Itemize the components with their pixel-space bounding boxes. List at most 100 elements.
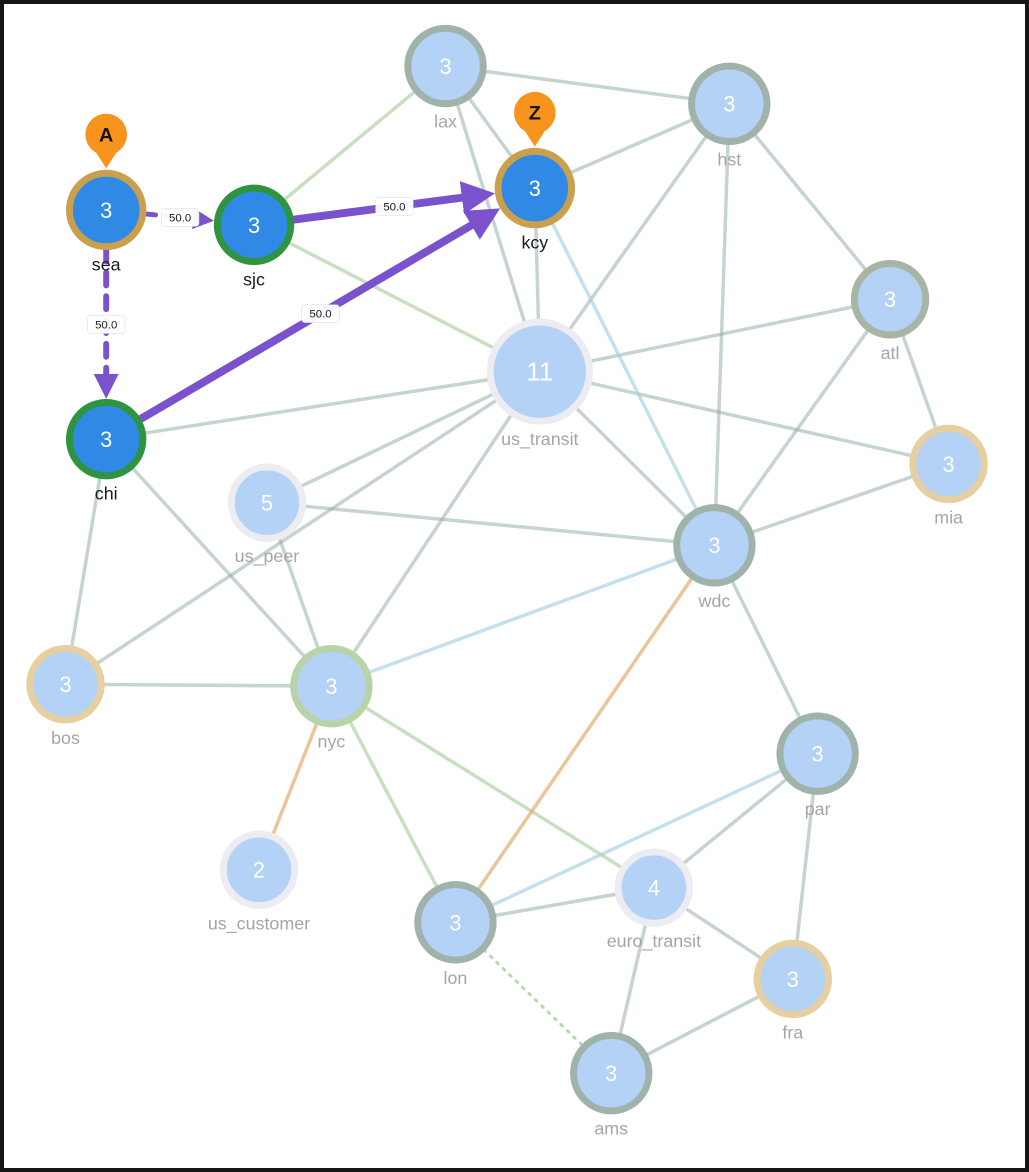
edge-nyc-lon[interactable]: [348, 719, 439, 889]
edge-hst-atl[interactable]: [752, 132, 868, 272]
node-value: 3: [449, 910, 461, 935]
path-endpoint-marker-a[interactable]: A: [85, 113, 128, 169]
node-label: sjc: [243, 269, 265, 289]
node-circle[interactable]: [486, 318, 593, 425]
edge-atl-wdc[interactable]: [735, 328, 870, 515]
node-circle[interactable]: [66, 398, 147, 480]
node-circle[interactable]: [213, 184, 295, 266]
edge-us_transit-us_peer[interactable]: [299, 392, 496, 489]
edge-us_transit-chi[interactable]: [142, 377, 491, 435]
edge-hst-wdc[interactable]: [714, 141, 730, 508]
edge-nyc-us_customer[interactable]: [271, 721, 319, 837]
edge-layer: [69, 69, 938, 1057]
edge-label: 50.0: [375, 197, 414, 216]
edge-label-bg: [161, 208, 200, 227]
node-circle[interactable]: [219, 830, 299, 909]
node-circle[interactable]: [673, 504, 756, 587]
edge-lax-kcy[interactable]: [467, 96, 514, 159]
node-label: nyc: [318, 732, 346, 752]
edge-us_transit-nyc[interactable]: [351, 412, 514, 655]
node-value: 3: [439, 54, 451, 79]
edge-lax-hst[interactable]: [483, 69, 692, 101]
node-value: 3: [248, 213, 260, 238]
edge-wdc-lon[interactable]: [476, 576, 694, 892]
node-label: us_customer: [208, 913, 310, 934]
node-circle[interactable]: [494, 147, 576, 229]
node-label: par: [805, 799, 831, 819]
edge-mia-us_transit[interactable]: [588, 381, 914, 458]
edge-euro_transit-ams[interactable]: [618, 922, 648, 1037]
edge-par-fra[interactable]: [795, 791, 816, 944]
edge-lax-sjc[interactable]: [282, 89, 417, 202]
node-us_customer[interactable]: 2us_customer: [208, 830, 310, 934]
edge-fra-ams[interactable]: [644, 994, 762, 1057]
node-circle[interactable]: [404, 24, 487, 108]
edge-atl-mia[interactable]: [900, 333, 938, 431]
node-label: atl: [881, 343, 900, 363]
node-circle[interactable]: [753, 939, 833, 1019]
edge-nyc-wdc[interactable]: [366, 557, 679, 675]
edge-nyc-euro_transit[interactable]: [363, 705, 624, 870]
edge-chi-nyc[interactable]: [130, 466, 307, 659]
edge-euro_transit-lon[interactable]: [492, 892, 619, 918]
edge-label: 50.0: [301, 304, 340, 323]
node-label: lax: [434, 112, 457, 132]
edge-hst-us_transit[interactable]: [567, 134, 709, 332]
node-label: fra: [782, 1022, 803, 1042]
node-value: 11: [526, 359, 553, 387]
node-circle[interactable]: [614, 848, 694, 927]
node-circle[interactable]: [909, 424, 988, 504]
edge-chi-bos[interactable]: [69, 475, 102, 649]
node-label: sea: [92, 254, 121, 274]
edge-kcy-us_transit[interactable]: [534, 225, 541, 322]
edge-mia-wdc[interactable]: [750, 474, 915, 535]
node-circle[interactable]: [290, 645, 373, 728]
edge-wdc-par[interactable]: [730, 579, 802, 720]
edge-atl-us_transit[interactable]: [588, 305, 855, 363]
node-us_transit[interactable]: 11 us_transit: [486, 318, 593, 450]
edge-par-lon[interactable]: [489, 768, 784, 908]
path-endpoint-marker-z[interactable]: Z: [514, 91, 556, 147]
edge-label: 50.0: [161, 208, 200, 227]
edge-us_transit-wdc[interactable]: [574, 406, 689, 520]
node-circle[interactable]: [850, 260, 930, 339]
edge-us_transit-bos[interactable]: [95, 398, 499, 666]
node-circle[interactable]: [227, 463, 307, 542]
edge-hst-kcy[interactable]: [568, 117, 695, 175]
node-circle[interactable]: [66, 169, 147, 251]
node-label: us_transit: [501, 429, 578, 450]
node-lax[interactable]: 3 lax: [404, 24, 487, 132]
node-us_peer[interactable]: 5us_peer: [227, 463, 307, 567]
edge-kcy-wdc[interactable]: [550, 220, 699, 512]
edge-euro_transit-fra[interactable]: [683, 906, 764, 960]
edge-us_peer-nyc[interactable]: [277, 536, 321, 651]
edge-sjc-us_transit[interactable]: [286, 240, 496, 350]
edge-bos-nyc[interactable]: [101, 682, 294, 688]
pin-letter: A: [99, 124, 113, 146]
node-circle[interactable]: [414, 881, 497, 964]
node-circle[interactable]: [26, 645, 105, 724]
edge-par-euro_transit[interactable]: [681, 777, 789, 866]
edge-us_peer-wdc[interactable]: [302, 504, 677, 544]
node-sjc[interactable]: 3 sjc: [213, 184, 295, 289]
node-circle[interactable]: [776, 712, 859, 795]
node-circle[interactable]: [688, 62, 771, 145]
pin-letter: Z: [529, 103, 541, 125]
edge-lon-ams[interactable]: [482, 948, 585, 1048]
edge-label-bg: [375, 197, 414, 216]
node-circle[interactable]: [570, 1032, 653, 1115]
